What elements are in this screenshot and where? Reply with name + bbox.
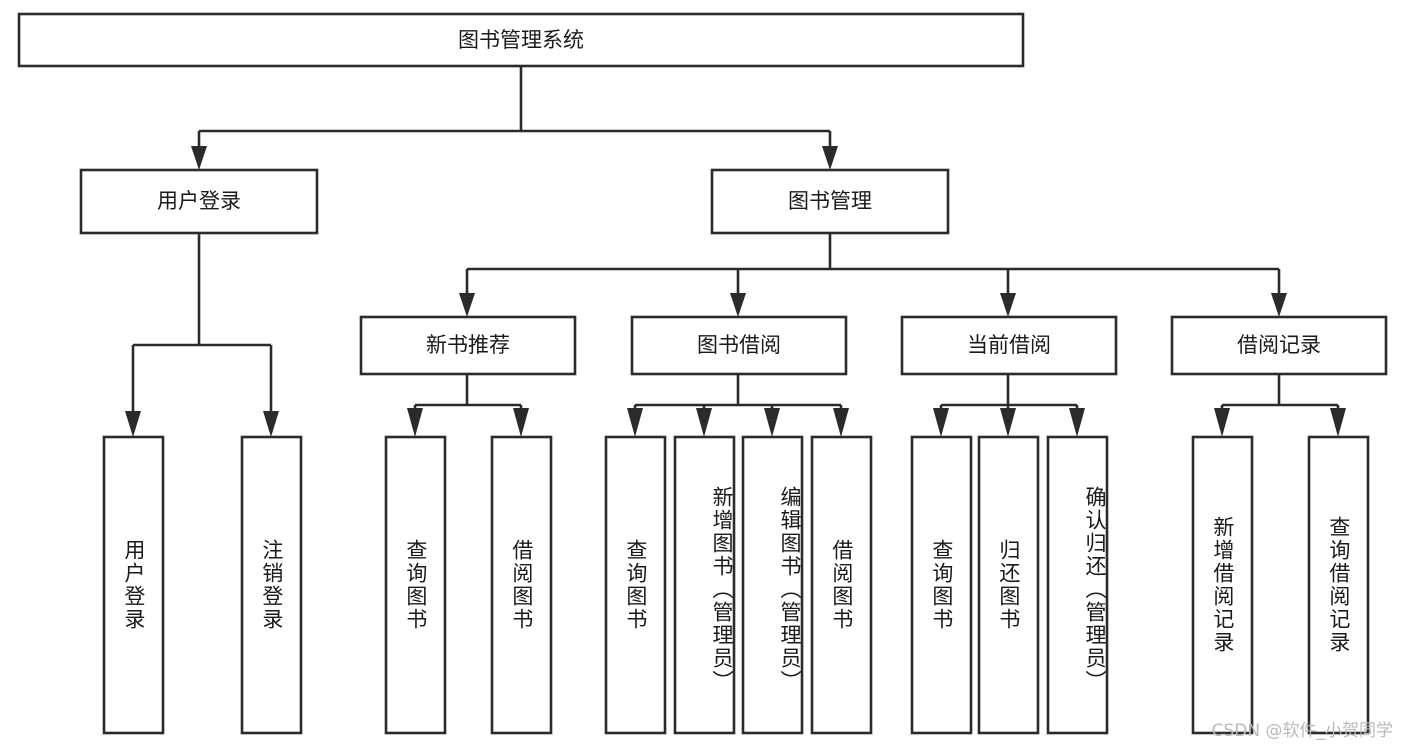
watermark-text: CSDN @软件_小贺同学: [1211, 721, 1393, 741]
leaf-box-current-1[interactable]: [910, 435, 973, 735]
leaf-label-borrow-2: 新增图书（管理员）: [710, 485, 734, 693]
arrow-current-leaf2: [1000, 408, 1016, 437]
leaf-label-current-2: 归还图书: [996, 539, 1021, 631]
node-book-borrow[interactable]: 图书借阅: [630, 315, 848, 376]
connectors-records-to-leaves: [1214, 374, 1346, 437]
arrow-records-leaf2: [1330, 408, 1346, 437]
arrow-userlogin-leaf1: [125, 411, 141, 437]
node-current-borrow-box[interactable]: [900, 315, 1118, 376]
leaf-label-borrow-1: 查询图书: [623, 539, 648, 631]
node-new-book-recommend-box[interactable]: [359, 315, 577, 376]
arrow-borrow-leaf3: [764, 408, 780, 437]
arrow-bookmgmt-to-borrow: [730, 293, 746, 317]
connectors-userlogin-to-leaves: [125, 233, 279, 437]
node-user-login[interactable]: 用户登录: [79, 168, 319, 235]
node-new-book-recommend-label: 新书推荐: [426, 333, 510, 357]
arrow-bookmgmt-to-records: [1271, 293, 1287, 317]
node-root-label: 图书管理系统: [458, 28, 584, 52]
connectors-bookmgmt-to-level2: [459, 233, 1287, 317]
node-book-management-label: 图书管理: [788, 189, 872, 213]
node-user-login-box[interactable]: [79, 168, 319, 235]
connectors-newbook-to-leaves: [407, 374, 529, 437]
arrow-current-leaf3: [1069, 408, 1085, 437]
leaf-box-borrow-2[interactable]: [673, 435, 736, 735]
leaf-label-records-1: 新增借阅记录: [1210, 516, 1235, 654]
leaf-label-borrow-4: 借阅图书: [829, 539, 854, 631]
node-borrow-records-label: 借阅记录: [1237, 333, 1321, 357]
node-current-borrow-label: 当前借阅: [967, 333, 1051, 357]
leaf-box-records-2[interactable]: [1307, 435, 1370, 735]
node-borrow-records-box[interactable]: [1170, 315, 1388, 376]
leaf-label-new-book-1: 查询图书: [403, 539, 428, 631]
arrow-current-leaf1: [933, 408, 949, 437]
leaf-label-records-2: 查询借阅记录: [1326, 516, 1351, 654]
node-new-book-recommend[interactable]: 新书推荐: [359, 315, 577, 376]
arrow-borrow-leaf4: [833, 408, 849, 437]
node-book-management-box[interactable]: [710, 168, 950, 235]
connectors-current-to-leaves: [933, 374, 1085, 437]
leaf-box-user-login-1[interactable]: [102, 435, 165, 735]
leaf-label-user-login-2: 注销登录: [259, 539, 284, 631]
connectors-root-to-level1: [191, 66, 838, 170]
arrow-bookmgmt-to-newbook: [459, 293, 475, 317]
node-book-management[interactable]: 图书管理: [710, 168, 950, 235]
leaf-box-borrow-3[interactable]: [741, 435, 804, 735]
leaf-label-current-1: 查询图书: [929, 539, 954, 631]
arrow-newbook-leaf1: [407, 408, 423, 437]
leaf-box-borrow-1[interactable]: [604, 435, 667, 735]
node-book-borrow-label: 图书借阅: [697, 333, 781, 357]
arrow-root-to-user-login: [191, 146, 207, 170]
node-root-box[interactable]: [17, 12, 1025, 68]
leaf-label-current-3: 确认归还（管理员）: [1083, 485, 1107, 693]
leaf-label-user-login-1: 用户登录: [121, 539, 146, 631]
leaf-box-current-2[interactable]: [977, 435, 1040, 735]
leaf-box-borrow-4[interactable]: [810, 435, 873, 735]
arrow-borrow-leaf2: [696, 408, 712, 437]
leaf-box-current-3[interactable]: [1046, 435, 1109, 735]
arrow-records-leaf1: [1214, 408, 1230, 437]
arrow-borrow-leaf1: [627, 408, 643, 437]
leaf-box-user-login-2[interactable]: [240, 435, 303, 735]
node-borrow-records[interactable]: 借阅记录: [1170, 315, 1388, 376]
leaf-box-records-1[interactable]: [1191, 435, 1254, 735]
arrow-bookmgmt-to-current: [1000, 293, 1016, 317]
leaf-box-new-book-1[interactable]: [384, 435, 447, 735]
connectors-borrow-to-leaves: [627, 374, 849, 437]
node-root[interactable]: 图书管理系统: [17, 12, 1025, 68]
arrow-root-to-book-mgmt: [822, 146, 838, 170]
leaf-label-borrow-3: 编辑图书（管理员）: [778, 485, 802, 693]
node-current-borrow[interactable]: 当前借阅: [900, 315, 1118, 376]
arrow-newbook-leaf2: [513, 408, 529, 437]
leaf-box-new-book-2[interactable]: [490, 435, 553, 735]
node-user-login-label: 用户登录: [157, 189, 241, 213]
arrow-userlogin-leaf2: [263, 411, 279, 437]
node-book-borrow-box[interactable]: [630, 315, 848, 376]
leaf-label-new-book-2: 借阅图书: [509, 539, 534, 631]
